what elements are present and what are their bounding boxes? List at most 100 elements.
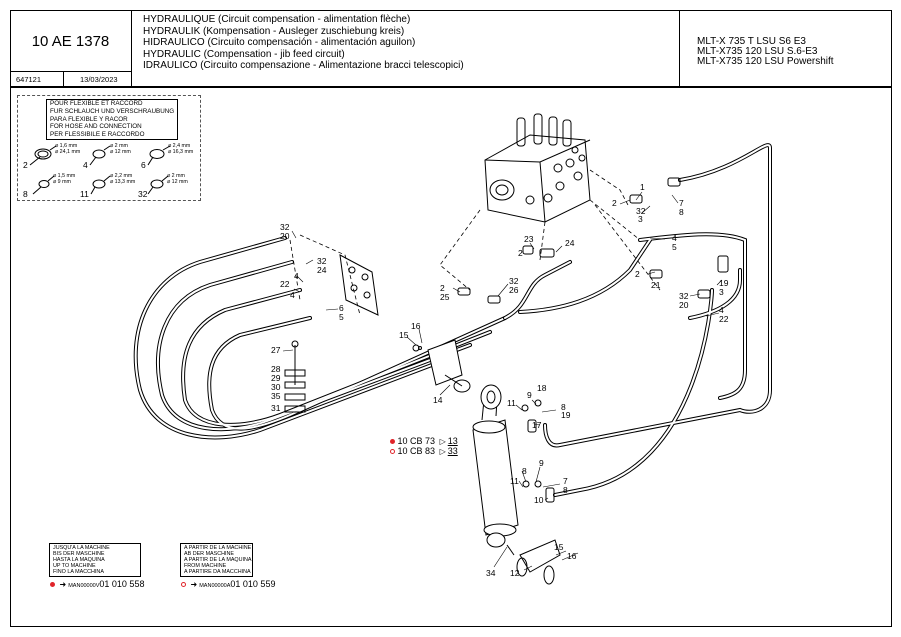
note-line: HASTA LA MAQUINA [53, 557, 105, 564]
callout: 8 [679, 207, 684, 217]
seal-ring-icon [38, 180, 50, 188]
callout: 5 [339, 312, 344, 322]
callout-leaders [282, 191, 723, 571]
triangle-arrow-icon: ▷ [439, 437, 446, 447]
man-code: MAN00000A [199, 583, 231, 589]
callout: 19 [561, 410, 571, 420]
legend-dim: ⌀ 2 mm [110, 143, 128, 149]
callout: 6 [339, 303, 344, 313]
title-en: HYDRAULIC (Compensation - jib feed circu… [143, 48, 345, 60]
callout: 8 [563, 485, 568, 495]
callout: 25 [440, 292, 450, 302]
legend-dim: ⌀ 2 mm [167, 173, 185, 179]
legend-dim: ⌀ 2,2 mm [110, 173, 133, 179]
callout: 2 [518, 248, 523, 258]
arrow-right-icon: ➜ [190, 580, 198, 590]
callout: 11 [510, 476, 519, 486]
callout: 35 [271, 391, 281, 401]
legend-dim: ⌀ 9 mm [53, 179, 71, 185]
model-3: MLT-X735 120 LSU Powershift [697, 56, 834, 67]
legend-line: POUR FLEXIBLE ET RACCORD [50, 100, 143, 107]
note-line: A PARTIR DE LA MACHINE [184, 545, 252, 551]
callout: 20 [280, 231, 290, 241]
legend-dim: ⌀ 1,5 mm [53, 173, 76, 179]
note-line: FROM MACHINE [184, 563, 227, 570]
note-line: A PARTIRE DA MACCHINA [184, 569, 251, 576]
legend-line: FOR HOSE AND CONNECTION [50, 123, 142, 131]
callouts: 1 2 32 3 7 8 4 5 23 2 2 4 32 20 32 2 4 4 2… [23, 143, 729, 578]
callout: 28 [271, 364, 281, 374]
callout: 2 [612, 198, 617, 208]
drawing-area [10, 87, 892, 627]
serial-from: ➜MAN00000A01 010 559 [181, 579, 275, 589]
legend-dim: ⌀ 12 mm [167, 179, 188, 185]
callout: 17 [532, 420, 542, 430]
title-de: HYDRAULIK (Kompensation - Ausleger zusch… [143, 25, 405, 37]
ref-code: 10 CB 83 [397, 446, 436, 456]
callout: 8 [522, 466, 527, 476]
callout: 7 [563, 476, 568, 486]
reference-cell: 10 AE 1378 [10, 10, 132, 71]
callout: 12 [510, 568, 520, 578]
callout: 4 [290, 290, 295, 300]
legend-heading: POUR FLEXIBLE ET RACCORD FUR SCHLAUCH UN… [46, 99, 179, 140]
man-code: MAN00000V [68, 583, 100, 589]
models-divider [679, 10, 680, 87]
seal-ring-icon [150, 179, 164, 189]
seal-legend: POUR FLEXIBLE ET RACCORD FUR SCHLAUCH UN… [17, 95, 201, 201]
callout: 10 [534, 495, 544, 505]
arrow-right-icon: ➜ [59, 580, 67, 590]
callout: 21 [651, 280, 661, 290]
legend-dim: ⌀ 1,6 mm [55, 143, 78, 149]
open-dot-icon [390, 449, 395, 455]
callout: 3 [719, 287, 724, 297]
multilingual-titles: HYDRAULIQUE (Circuit compensation - alim… [143, 14, 464, 72]
callout: 23 [524, 234, 534, 244]
note-from-machine: A PARTIR DE LA MACHINE AB DER MASCHINE A… [180, 543, 253, 578]
title-es: HIDRAULICO (Circuito compensación - alim… [143, 37, 416, 49]
callout: 4 [719, 305, 724, 315]
reference-meta: 647121 13/03/2023 [10, 71, 132, 88]
callout: 11 [507, 398, 516, 408]
note-line: UP TO MACHINE [53, 563, 96, 570]
mounting-bracket [339, 254, 379, 316]
legend-ref: 32 [138, 189, 148, 199]
callout: 4 [672, 233, 677, 243]
callout: 22 [280, 279, 290, 289]
callout: 22 [719, 314, 729, 324]
seal-ring-icon [149, 149, 165, 159]
legend-line: PARA FLEXIBLE Y RACOR [50, 115, 128, 123]
callout: 1 [640, 182, 645, 192]
hose-clamp [427, 339, 471, 393]
triangle-arrow-icon: ▷ [439, 447, 446, 457]
callout: 4 [294, 271, 299, 281]
title-fr: HYDRAULIQUE (Circuit compensation - alim… [143, 14, 411, 25]
legend-dim: ⌀ 13,3 mm [110, 179, 136, 185]
legend-dim: ⌀ 24,1 mm [55, 149, 81, 155]
seal-ring-icon [34, 148, 52, 160]
title-block [10, 10, 892, 87]
callout: 20 [679, 300, 689, 310]
callout: 32 [317, 256, 327, 266]
page-reference: 10 AE 1378 [31, 33, 110, 50]
callout: 8 [561, 402, 566, 412]
legend-ref: 4 [83, 160, 88, 170]
callout: 27 [271, 345, 281, 355]
legend-line: FUR SCHLAUCH UND VERSCHRAUBUNG [50, 107, 175, 115]
ref-item: 13 [447, 436, 458, 446]
legend-ref: 11 [80, 189, 89, 199]
callout: 9 [539, 458, 544, 468]
callout: 7 [679, 198, 684, 208]
callout: 30 [271, 382, 281, 392]
legend-ref: 6 [141, 160, 146, 170]
callout: 15 [399, 330, 409, 340]
callout: 26 [509, 285, 519, 295]
callout: 5 [672, 242, 677, 252]
leader-lines [289, 169, 661, 316]
filled-dot-icon [50, 582, 55, 588]
serial-until: ➜MAN00000V01 010 558 [50, 579, 144, 589]
callout: 32 [509, 276, 519, 286]
legend-ref: 2 [23, 160, 28, 170]
open-dot-icon [181, 582, 186, 588]
callout: 2 [440, 283, 445, 293]
